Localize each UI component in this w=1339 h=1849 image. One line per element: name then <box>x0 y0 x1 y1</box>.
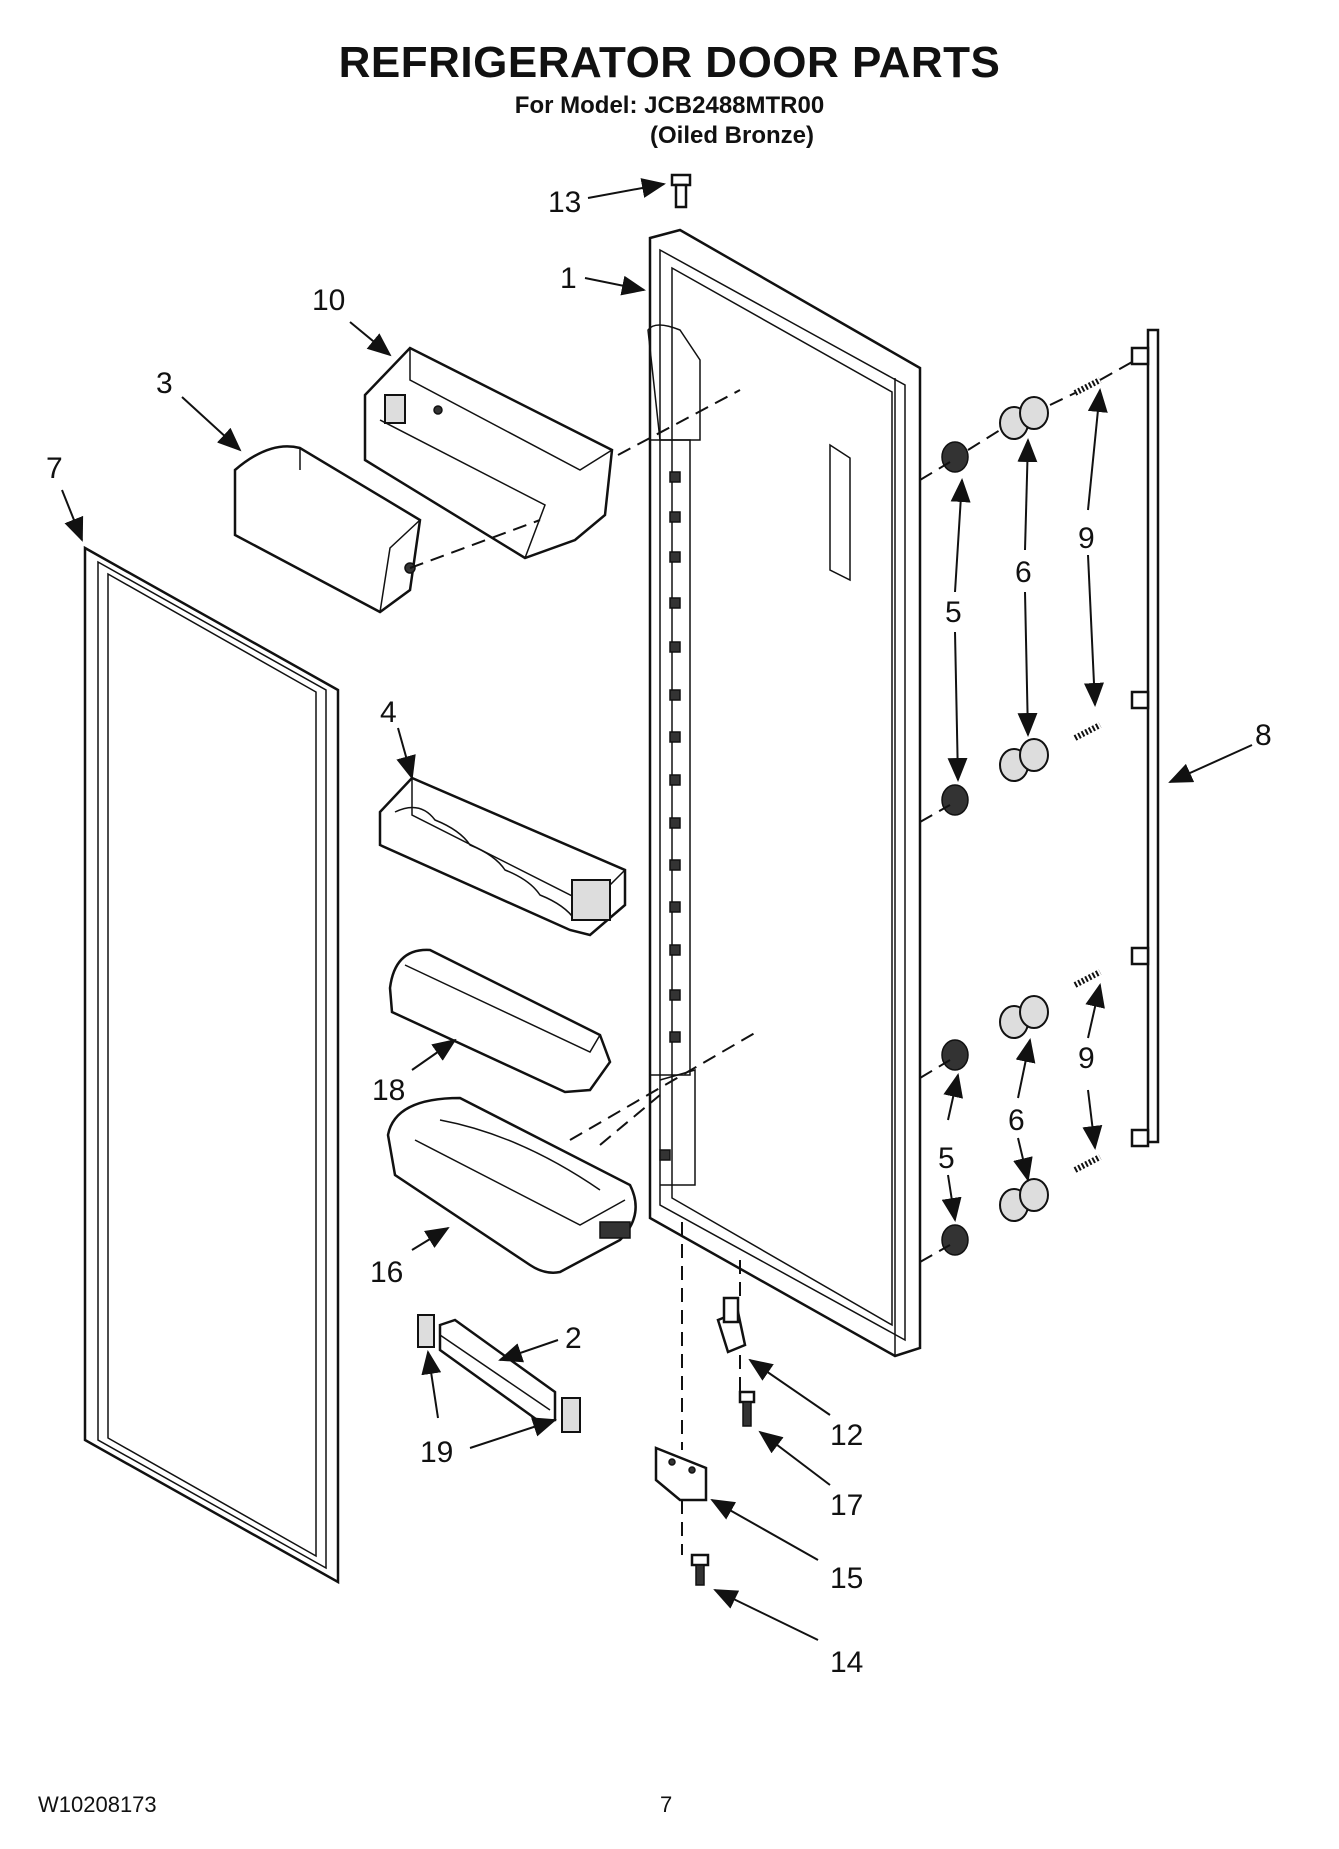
hinge-pin-top <box>670 173 692 209</box>
callout-2: 2 <box>565 1322 582 1355</box>
callout-17: 17 <box>830 1489 863 1522</box>
callout-8: 8 <box>1255 719 1272 752</box>
dairy-door-cover <box>233 445 422 614</box>
callout-10: 10 <box>312 284 345 317</box>
page-number: 7 <box>660 1792 673 1817</box>
refrigerator-door <box>647 228 922 1358</box>
callout-13: 13 <box>548 186 581 219</box>
shelf-slots <box>659 471 681 1161</box>
handle-mounting-hardware <box>941 328 1160 1256</box>
callout-1: 1 <box>560 262 577 295</box>
callout-7: 7 <box>46 452 63 485</box>
callout-labels: 13 1 10 3 7 4 18 16 2 19 12 17 15 14 5 6… <box>46 186 1272 1679</box>
finish-label: (Oiled Bronze) <box>650 122 815 149</box>
dairy-bin <box>363 346 614 560</box>
door-bin-large <box>386 1096 637 1274</box>
door-bar-assembly <box>417 1314 581 1433</box>
alignment-lines <box>409 361 1133 1555</box>
callout-6-bottom: 6 <box>1008 1104 1025 1137</box>
callout-14: 14 <box>830 1646 863 1679</box>
callout-12: 12 <box>830 1419 863 1452</box>
callout-19: 19 <box>420 1436 453 1469</box>
callout-arrows <box>61 178 1253 1641</box>
callout-4: 4 <box>380 696 397 729</box>
door-gasket <box>83 545 340 1585</box>
callout-5-bottom: 5 <box>938 1142 955 1175</box>
callout-15: 15 <box>830 1562 863 1595</box>
callout-9-bottom: 9 <box>1078 1042 1095 1075</box>
page-title: REFRIGERATOR DOOR PARTS <box>338 38 1001 87</box>
callout-16: 16 <box>370 1256 403 1289</box>
callout-3: 3 <box>156 367 173 400</box>
bottom-hinge-hardware <box>654 1296 756 1586</box>
model-line: For Model: JCB2488MTR00 <box>514 92 825 119</box>
callout-9-top: 9 <box>1078 522 1095 555</box>
document-number: W10208173 <box>38 1792 157 1817</box>
callout-5-top: 5 <box>945 596 962 629</box>
callout-18: 18 <box>372 1074 405 1107</box>
callout-6-top: 6 <box>1015 556 1032 589</box>
egg-tray <box>378 776 627 937</box>
door-bin-small <box>388 948 612 1094</box>
